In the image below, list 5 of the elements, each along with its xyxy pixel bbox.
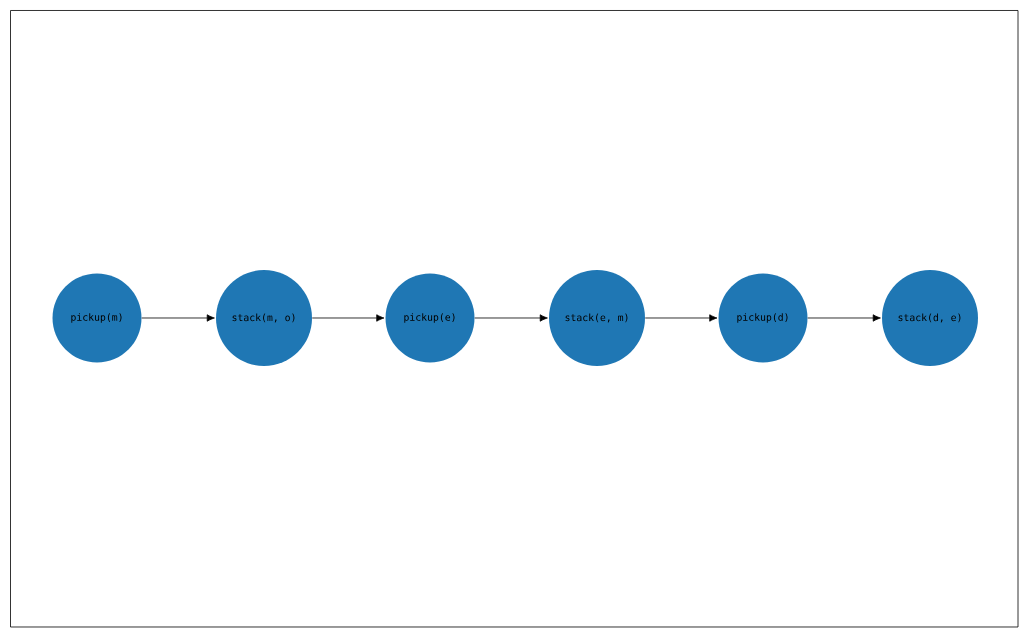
arrow bbox=[644, 314, 718, 322]
arrow bbox=[311, 314, 385, 322]
arrow bbox=[141, 314, 215, 322]
arrow bbox=[807, 314, 881, 322]
arrow bbox=[474, 314, 548, 322]
